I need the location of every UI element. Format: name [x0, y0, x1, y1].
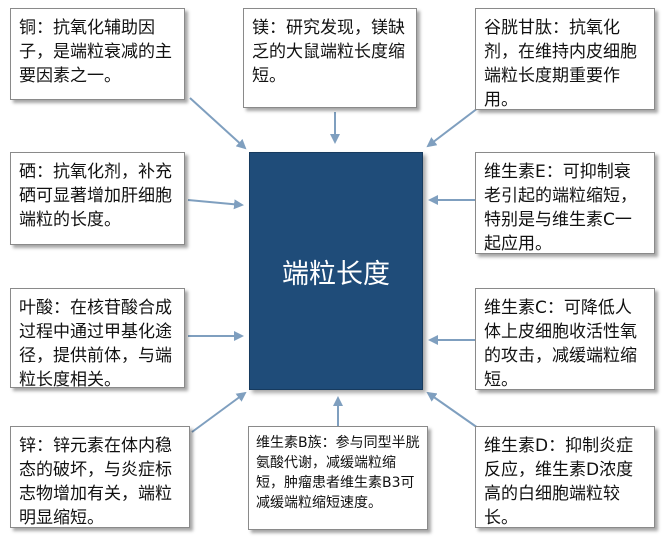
node-vitamin-c: 维生素C：可降低人体上皮细胞收活性氧的攻击，减缓端粒缩短。	[475, 288, 655, 390]
node-selenium: 硒：抗氧化剂，补充硒可显著增加肝细胞端粒的长度。	[10, 152, 185, 245]
node-magnesium: 镁：研究发现，镁缺乏的大鼠端粒长度缩短。	[243, 8, 417, 108]
arrow-selenium	[187, 199, 244, 210]
arrow-zinc	[191, 391, 247, 433]
node-glutathione: 谷胱甘肽：抗氧化剂，在维持内皮细胞端粒长度期重要作用。	[475, 8, 655, 110]
arrow-copper	[189, 97, 247, 150]
node-vitamin-b: 维生素B族：参与同型半胱氨酸代谢，减缓端粒缩短，肿瘤患者维生素B3可减缓端粒缩短…	[248, 426, 428, 530]
node-copper: 铜：抗氧化辅助因子，是端粒衰减的主要因素之一。	[10, 8, 185, 100]
node-vitamin-e: 维生素E：可抑制衰老引起的端粒缩短，特别是与维生素C一起应用。	[475, 152, 655, 254]
center-node-telomere-length: 端粒长度	[249, 152, 423, 390]
node-vitamin-d: 维生素D：抑制炎症反应，维生素D浓度高的白细胞端粒较长。	[475, 426, 655, 528]
arrow-glutathione	[426, 107, 479, 148]
node-zinc: 锌：锌元素在体内稳态的破坏，与炎症标志物增加有关，端粒明显缩短。	[10, 426, 190, 528]
node-folate: 叶酸：在核苷酸合成过程中通过甲基化途径，提供前体，与端粒长度相关。	[10, 288, 185, 388]
arrow-vitamin-d	[426, 391, 479, 429]
center-label: 端粒长度	[282, 258, 390, 290]
